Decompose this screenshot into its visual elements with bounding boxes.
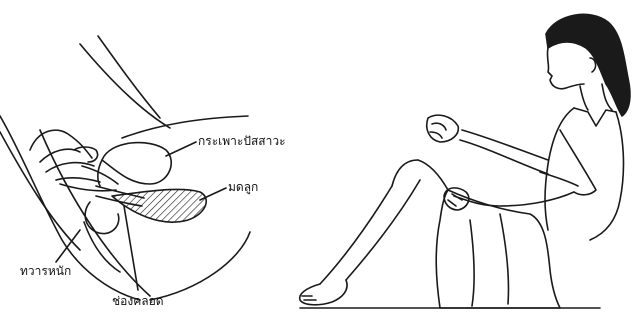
seated-woman <box>300 14 630 308</box>
skirt-fold-2 <box>500 214 509 304</box>
label-bladder: กระเพาะปัสสาวะ <box>198 134 286 148</box>
thigh-upper <box>418 160 448 190</box>
skirt-fold-1 <box>470 220 474 306</box>
foot <box>300 280 347 305</box>
raised-fingers <box>430 123 446 138</box>
bladder-shape <box>102 143 171 184</box>
label-uterus: มดลูก <box>228 180 258 194</box>
collar <box>574 108 616 126</box>
ear <box>590 58 596 72</box>
thigh-contour <box>80 44 170 128</box>
hair <box>546 14 630 116</box>
rectum-shape <box>85 202 119 234</box>
back-contour-upper <box>98 36 160 118</box>
shin-back <box>346 180 420 280</box>
pelvic-cross-section <box>0 36 250 300</box>
toes <box>302 296 316 300</box>
label-vagina: ช่องคลอด <box>112 294 164 308</box>
knee <box>392 160 418 186</box>
shirt-front <box>545 108 574 230</box>
raised-arm-under <box>460 140 548 174</box>
label-anus: ทวารหนัก <box>20 264 71 278</box>
sleeve <box>560 130 596 195</box>
face <box>547 48 584 89</box>
neck <box>580 86 588 110</box>
shirt-back <box>590 112 623 240</box>
bladder-leader <box>166 142 196 156</box>
lower-body-contour <box>150 232 250 300</box>
skirt <box>436 190 560 308</box>
